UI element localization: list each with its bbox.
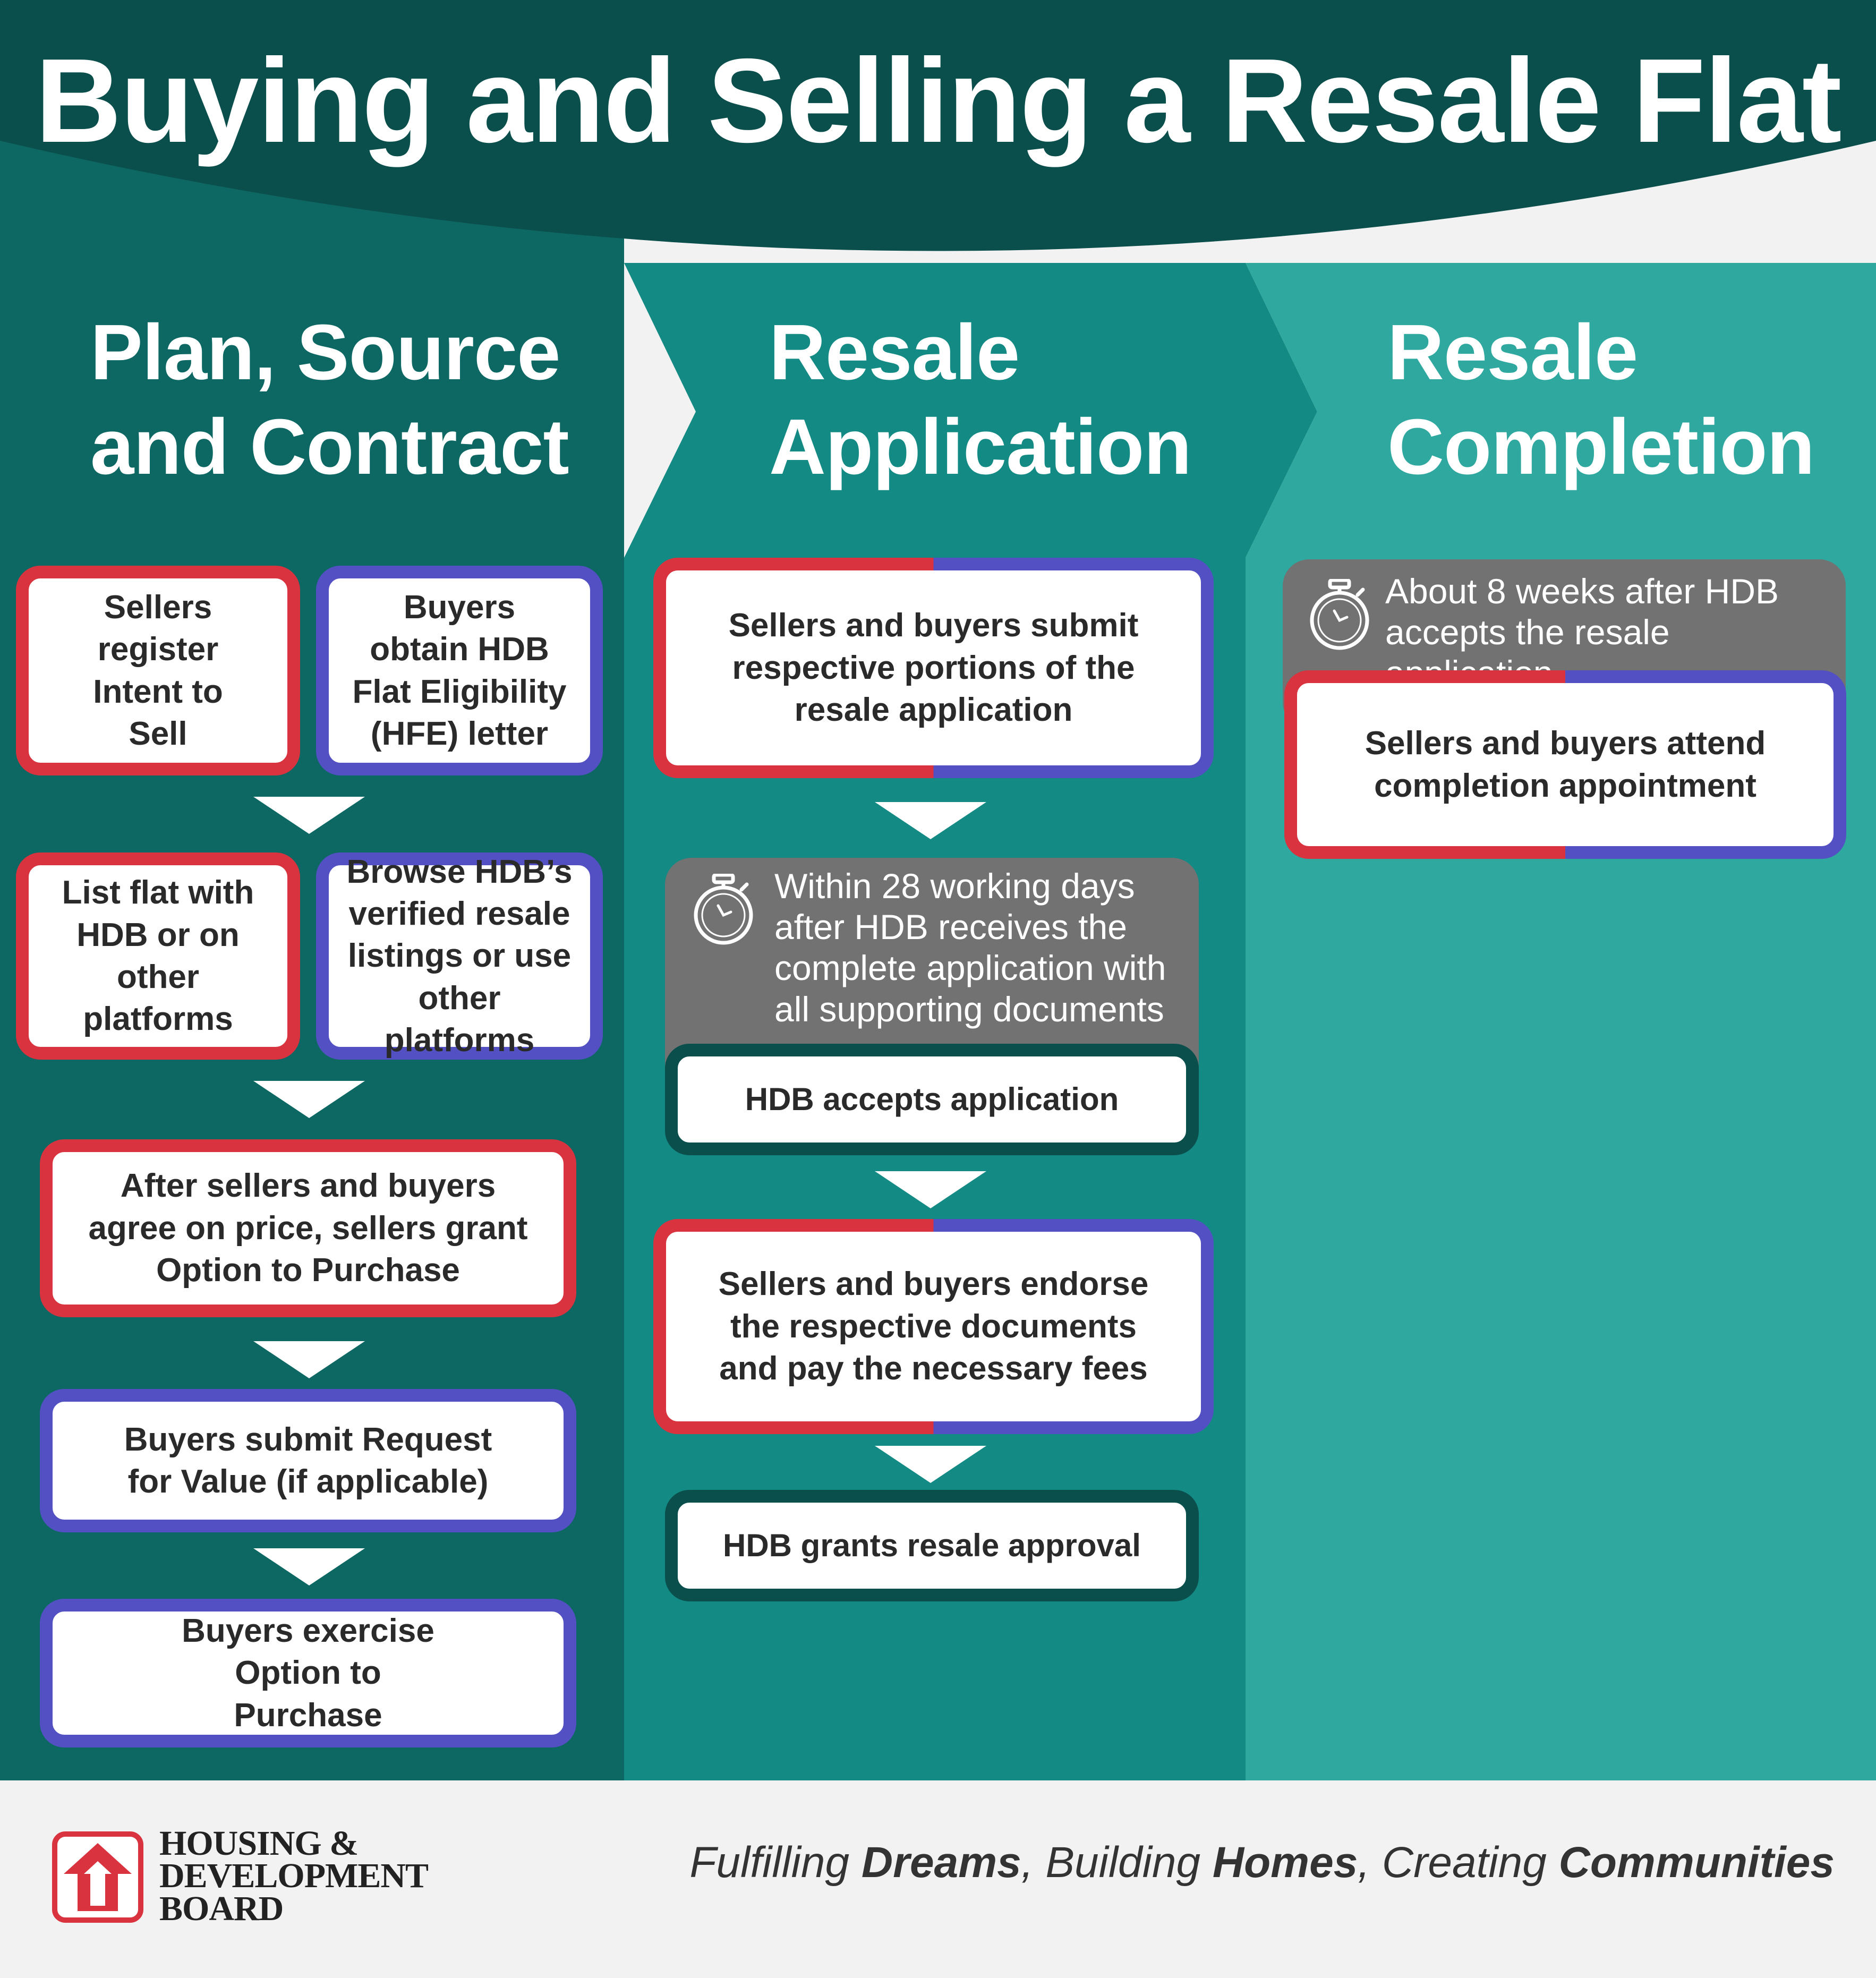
step-text: Buyers submit Request for Value (if appl… [124, 1421, 492, 1500]
footer [0, 1780, 1876, 1978]
step-browse-listings: Browse HDB’s verified resale listings or… [316, 852, 603, 1060]
flow-arrow [253, 1341, 365, 1378]
column-heading-plan: Plan, Source and Contract [90, 305, 569, 494]
step-request-for-value: Buyers submit Request for Value (if appl… [40, 1389, 576, 1532]
tagline: Fulfilling Dreams, Building Homes, Creat… [689, 1838, 1835, 1888]
tagline-emphasis: Homes [1212, 1838, 1358, 1887]
heading-line: Resale [1387, 309, 1638, 396]
step-obtain-hfe: Buyers obtain HDB Flat Eligibility (HFE)… [316, 566, 603, 775]
stopwatch-icon [694, 874, 753, 945]
step-text: Browse HDB’s verified resale listings or… [346, 853, 573, 1059]
heading-line: Resale [769, 309, 1020, 396]
timer-text: Within 28 working days after HDB receive… [774, 866, 1166, 1029]
column-heading-completion: Resale Completion [1387, 305, 1815, 494]
heading-line: Application [769, 403, 1192, 491]
step-text: List flat with HDB or on other platforms [62, 874, 254, 1038]
step-text: After sellers and buyers agree on price,… [88, 1167, 528, 1289]
step-completion-appointment: Sellers and buyers attend completion app… [1284, 670, 1846, 859]
stopwatch-icon [1310, 579, 1369, 650]
step-exercise-option: Buyers exercise Option to Purchase [40, 1599, 576, 1747]
step-text: Buyers obtain HDB Flat Eligibility (HFE)… [352, 589, 567, 752]
tagline-emphasis: Communities [1558, 1838, 1835, 1887]
org-name: HOUSING & DEVELOPMENT BOARD [159, 1824, 429, 1928]
step-text: Sellers and buyers endorse the respectiv… [718, 1266, 1149, 1387]
page-title: Buying and Selling a Resale Flat [35, 33, 1841, 167]
column-heading-application: Resale Application [769, 305, 1192, 494]
tagline-part: , Creating [1358, 1838, 1559, 1887]
hdb-house-logo-icon [52, 1831, 143, 1923]
step-list-flat: List flat with HDB or on other platforms [16, 852, 300, 1060]
tagline-part: , Building [1021, 1838, 1213, 1887]
flow-arrow [253, 1548, 365, 1585]
flow-arrow [253, 797, 365, 834]
step-resale-approval: HDB grants resale approval [665, 1490, 1199, 1601]
step-text: Sellers and buyers submit respective por… [728, 607, 1139, 729]
step-endorse-documents: Sellers and buyers endorse the respectiv… [653, 1219, 1214, 1434]
step-text: Sellers and buyers attend completion app… [1365, 725, 1766, 804]
step-hdb-accepts: HDB accepts application [665, 1044, 1199, 1155]
flow-arrow [875, 1446, 986, 1483]
step-grant-option: After sellers and buyers agree on price,… [40, 1139, 576, 1317]
step-text: HDB grants resale approval [723, 1527, 1141, 1563]
heading-line: and Contract [90, 403, 569, 491]
step-text: Buyers exercise Option to Purchase [182, 1612, 434, 1734]
step-submit-application: Sellers and buyers submit respective por… [653, 558, 1214, 778]
tagline-emphasis: Dreams [861, 1838, 1021, 1887]
tagline-part: Fulfilling [689, 1838, 862, 1887]
heading-line: Plan, Source [90, 309, 561, 396]
step-register-intent: Sellers register Intent to Sell [16, 566, 300, 775]
flow-arrow [875, 802, 986, 839]
flow-arrow [875, 1171, 986, 1208]
heading-line: Completion [1387, 403, 1815, 491]
org-name-line: HOUSING & [159, 1824, 359, 1863]
org-name-line: BOARD [159, 1889, 284, 1928]
org-name-line: DEVELOPMENT [159, 1856, 429, 1896]
step-text: HDB accepts application [745, 1081, 1119, 1117]
flow-arrow [253, 1081, 365, 1118]
step-text: Sellers register Intent to Sell [93, 589, 223, 752]
